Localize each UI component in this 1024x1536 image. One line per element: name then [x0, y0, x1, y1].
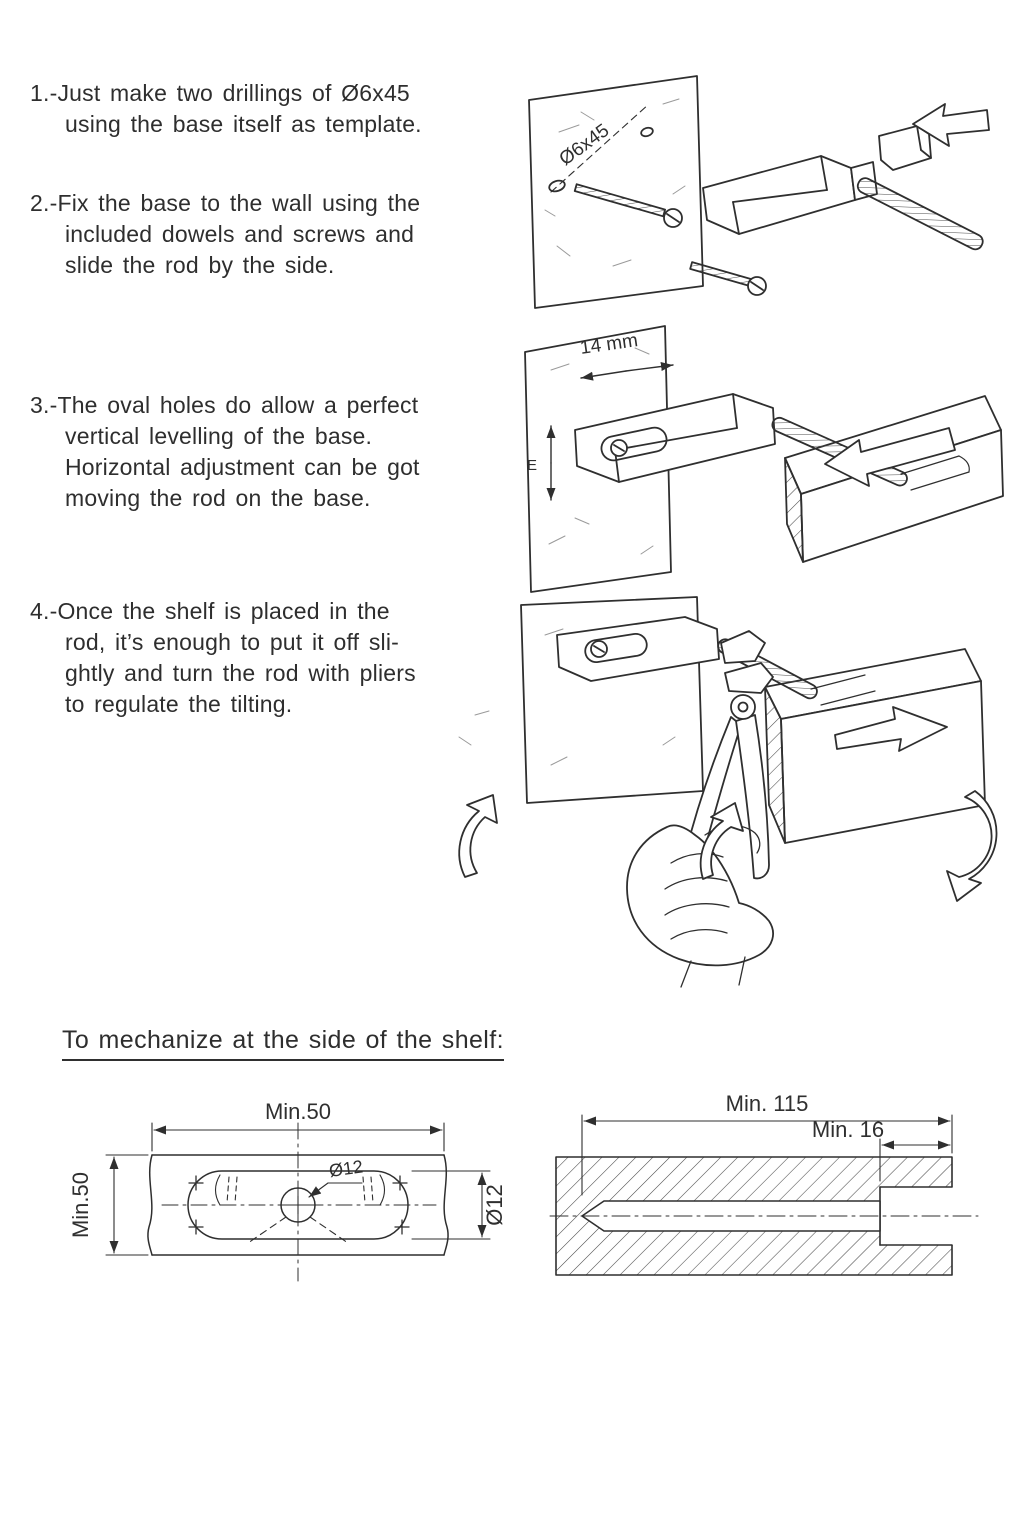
dim-bore	[879, 1138, 951, 1182]
wall-panel	[524, 325, 672, 593]
corner-cross-marks	[188, 1175, 410, 1235]
dim-depth-label: Min. 115	[726, 1091, 809, 1116]
base-screw	[689, 261, 767, 296]
rod-groove	[900, 455, 970, 491]
step-4-line-1: 4.-Once the shelf is placed in the	[30, 598, 390, 624]
push-arrow	[912, 103, 990, 147]
step-3-line-1: 3.-The oval holes do allow a perfect	[30, 392, 419, 418]
dim-bore-label: Min. 16	[812, 1117, 884, 1142]
illustration-levelling: 14 mm E	[524, 325, 1004, 593]
travel-arrow	[580, 362, 674, 381]
step-2-line-2: included dowels and screws and	[65, 221, 415, 247]
bracket-base	[574, 393, 776, 483]
step-4: 4.-Once the shelf is placed in the rod, …	[30, 596, 508, 720]
drill-spec-label: Ø6x45	[556, 120, 614, 170]
mechanize-heading: To mechanize at the side of the shelf:	[62, 1026, 504, 1061]
dim-width-label: Min.50	[265, 1099, 331, 1124]
spring-marks	[214, 1174, 386, 1206]
step-1: 1.-Just make two drillings of Ø6x45 usin…	[30, 78, 508, 140]
step-2: 2.-Fix the base to the wall using the in…	[30, 188, 508, 281]
dim-slot	[411, 1170, 491, 1240]
hole-dia-label: Ø12	[328, 1156, 364, 1181]
bracket-base	[556, 616, 720, 682]
plan-view-drawing: Min.50 Min.50 Ø12 Ø12	[68, 1099, 507, 1282]
clamp-piece	[878, 125, 932, 171]
edge-label: E	[527, 457, 537, 474]
illustration-drilling-and-base: Ø6x45	[528, 75, 990, 309]
wall-panel	[528, 75, 704, 309]
dim-width	[151, 1122, 445, 1152]
step-4-line-2: rod, it’s enough to put it off sli-	[65, 629, 399, 655]
section-view-drawing: Min. 115 Min. 16	[549, 1091, 979, 1276]
step-2-line-1: 2.-Fix the base to the wall using the	[30, 190, 421, 216]
rod-groove	[810, 674, 876, 706]
threaded-rod	[856, 177, 984, 251]
step-3-line-3: Horizontal adjustment can be got	[65, 454, 420, 480]
step-1-line-2: using the base itself as template.	[65, 111, 422, 137]
step-4-line-3: ghtly and turn the rod with pliers	[65, 660, 416, 686]
dim-height-label: Min.50	[68, 1172, 93, 1238]
step-3-line-2: vertical levelling of the base.	[65, 423, 373, 449]
wall-screw	[573, 183, 683, 228]
step-3: 3.-The oval holes do allow a perfect ver…	[30, 390, 508, 514]
dim-height	[105, 1154, 149, 1256]
hole-leader	[308, 1182, 363, 1198]
rotate-arrow-middle	[699, 802, 744, 880]
rotate-arrow-left	[458, 794, 498, 878]
step-1-line-1: 1.-Just make two drillings of Ø6x45	[30, 80, 410, 106]
travel-label: 14 mm	[579, 330, 639, 359]
step-2-line-3: slide the rod by the side.	[65, 252, 335, 278]
step-3-line-4: moving the rod on the base.	[65, 485, 371, 511]
bracket-base	[702, 155, 878, 235]
step-4-line-4: to regulate the tilting.	[65, 691, 293, 717]
rotate-arrow-right	[946, 790, 998, 902]
dim-depth	[581, 1114, 953, 1196]
slide-on-arrow	[824, 427, 956, 487]
dashed-diagonals	[247, 1216, 349, 1244]
tilt-arrow	[834, 706, 948, 752]
pliers	[683, 630, 774, 880]
illustration-tilt-adjust	[458, 596, 998, 988]
dim-slot-label: Ø12	[482, 1184, 507, 1226]
